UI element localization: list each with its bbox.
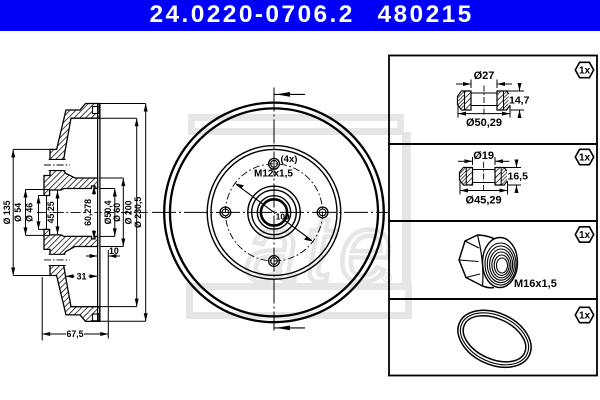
svg-text:M12x1,5: M12x1,5 — [254, 169, 293, 180]
svg-text:45,25: 45,25 — [46, 201, 56, 223]
svg-text:Ø45,29: Ø45,29 — [466, 195, 502, 207]
svg-text:Ø19: Ø19 — [473, 150, 494, 162]
svg-text:67,5: 67,5 — [66, 329, 83, 339]
svg-text:16,5: 16,5 — [508, 171, 529, 183]
svg-text:Ø 46: Ø 46 — [25, 203, 35, 222]
svg-text:Ø 230,5: Ø 230,5 — [133, 197, 143, 228]
svg-text:60,278: 60,278 — [83, 199, 93, 226]
svg-text:Ø50,29: Ø50,29 — [466, 117, 502, 129]
svg-text:10: 10 — [109, 246, 119, 256]
svg-text:R: R — [384, 276, 389, 283]
svg-text:480215: 480215 — [378, 1, 474, 28]
svg-text:Ø 200: Ø 200 — [124, 200, 134, 224]
svg-text:(4x): (4x) — [281, 154, 298, 165]
svg-text:100: 100 — [276, 212, 290, 221]
svg-text:M16x1,5: M16x1,5 — [514, 278, 557, 290]
svg-text:Ø27: Ø27 — [474, 70, 495, 82]
svg-text:31: 31 — [77, 272, 87, 282]
svg-text:1x: 1x — [579, 311, 591, 322]
svg-text:Ø 135: Ø 135 — [2, 200, 12, 224]
svg-text:Ø50,4: Ø50,4 — [103, 200, 113, 224]
svg-text:1x: 1x — [579, 230, 591, 241]
svg-text:Ø 60: Ø 60 — [112, 203, 122, 222]
svg-text:14,7: 14,7 — [509, 95, 530, 107]
svg-text:1x: 1x — [579, 153, 591, 164]
svg-text:ate: ate — [245, 195, 399, 302]
svg-text:Ø 54: Ø 54 — [13, 203, 23, 222]
svg-text:1x: 1x — [579, 66, 591, 77]
svg-text:24.0220-0706.2: 24.0220-0706.2 — [150, 1, 355, 28]
